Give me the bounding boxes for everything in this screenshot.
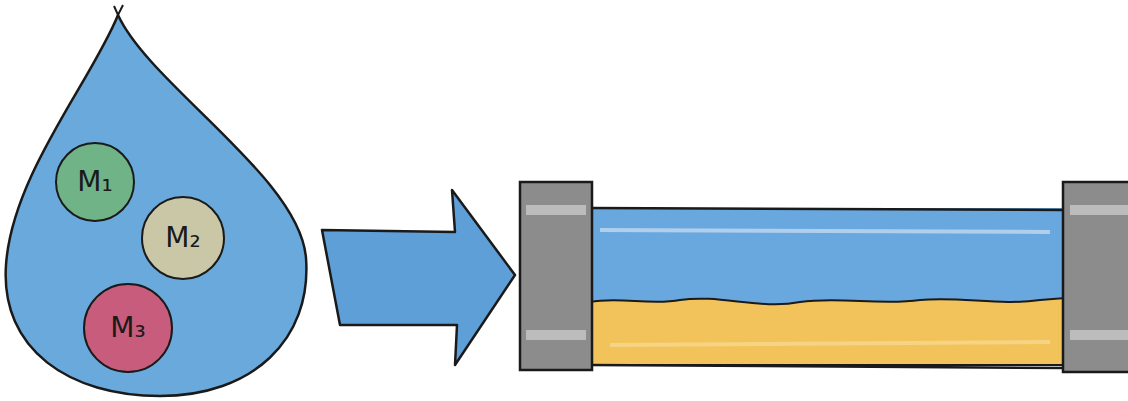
tube-upper-phase bbox=[590, 208, 1065, 365]
droplet bbox=[6, 15, 307, 396]
molecule-label: M₃ bbox=[110, 314, 145, 342]
molecule-label: M₁ bbox=[77, 168, 112, 196]
droplet-tip bbox=[114, 5, 123, 15]
molecule-circle: M₂ bbox=[141, 196, 225, 280]
flow-arrow bbox=[322, 190, 515, 365]
molecule-circle: M₁ bbox=[55, 142, 135, 222]
tube-end-cap bbox=[520, 182, 592, 370]
tube-lower-phase bbox=[590, 298, 1065, 365]
molecule-circle: M₃ bbox=[83, 283, 173, 373]
molecule-label: M₂ bbox=[165, 224, 200, 252]
tube-end-cap bbox=[1063, 182, 1128, 372]
